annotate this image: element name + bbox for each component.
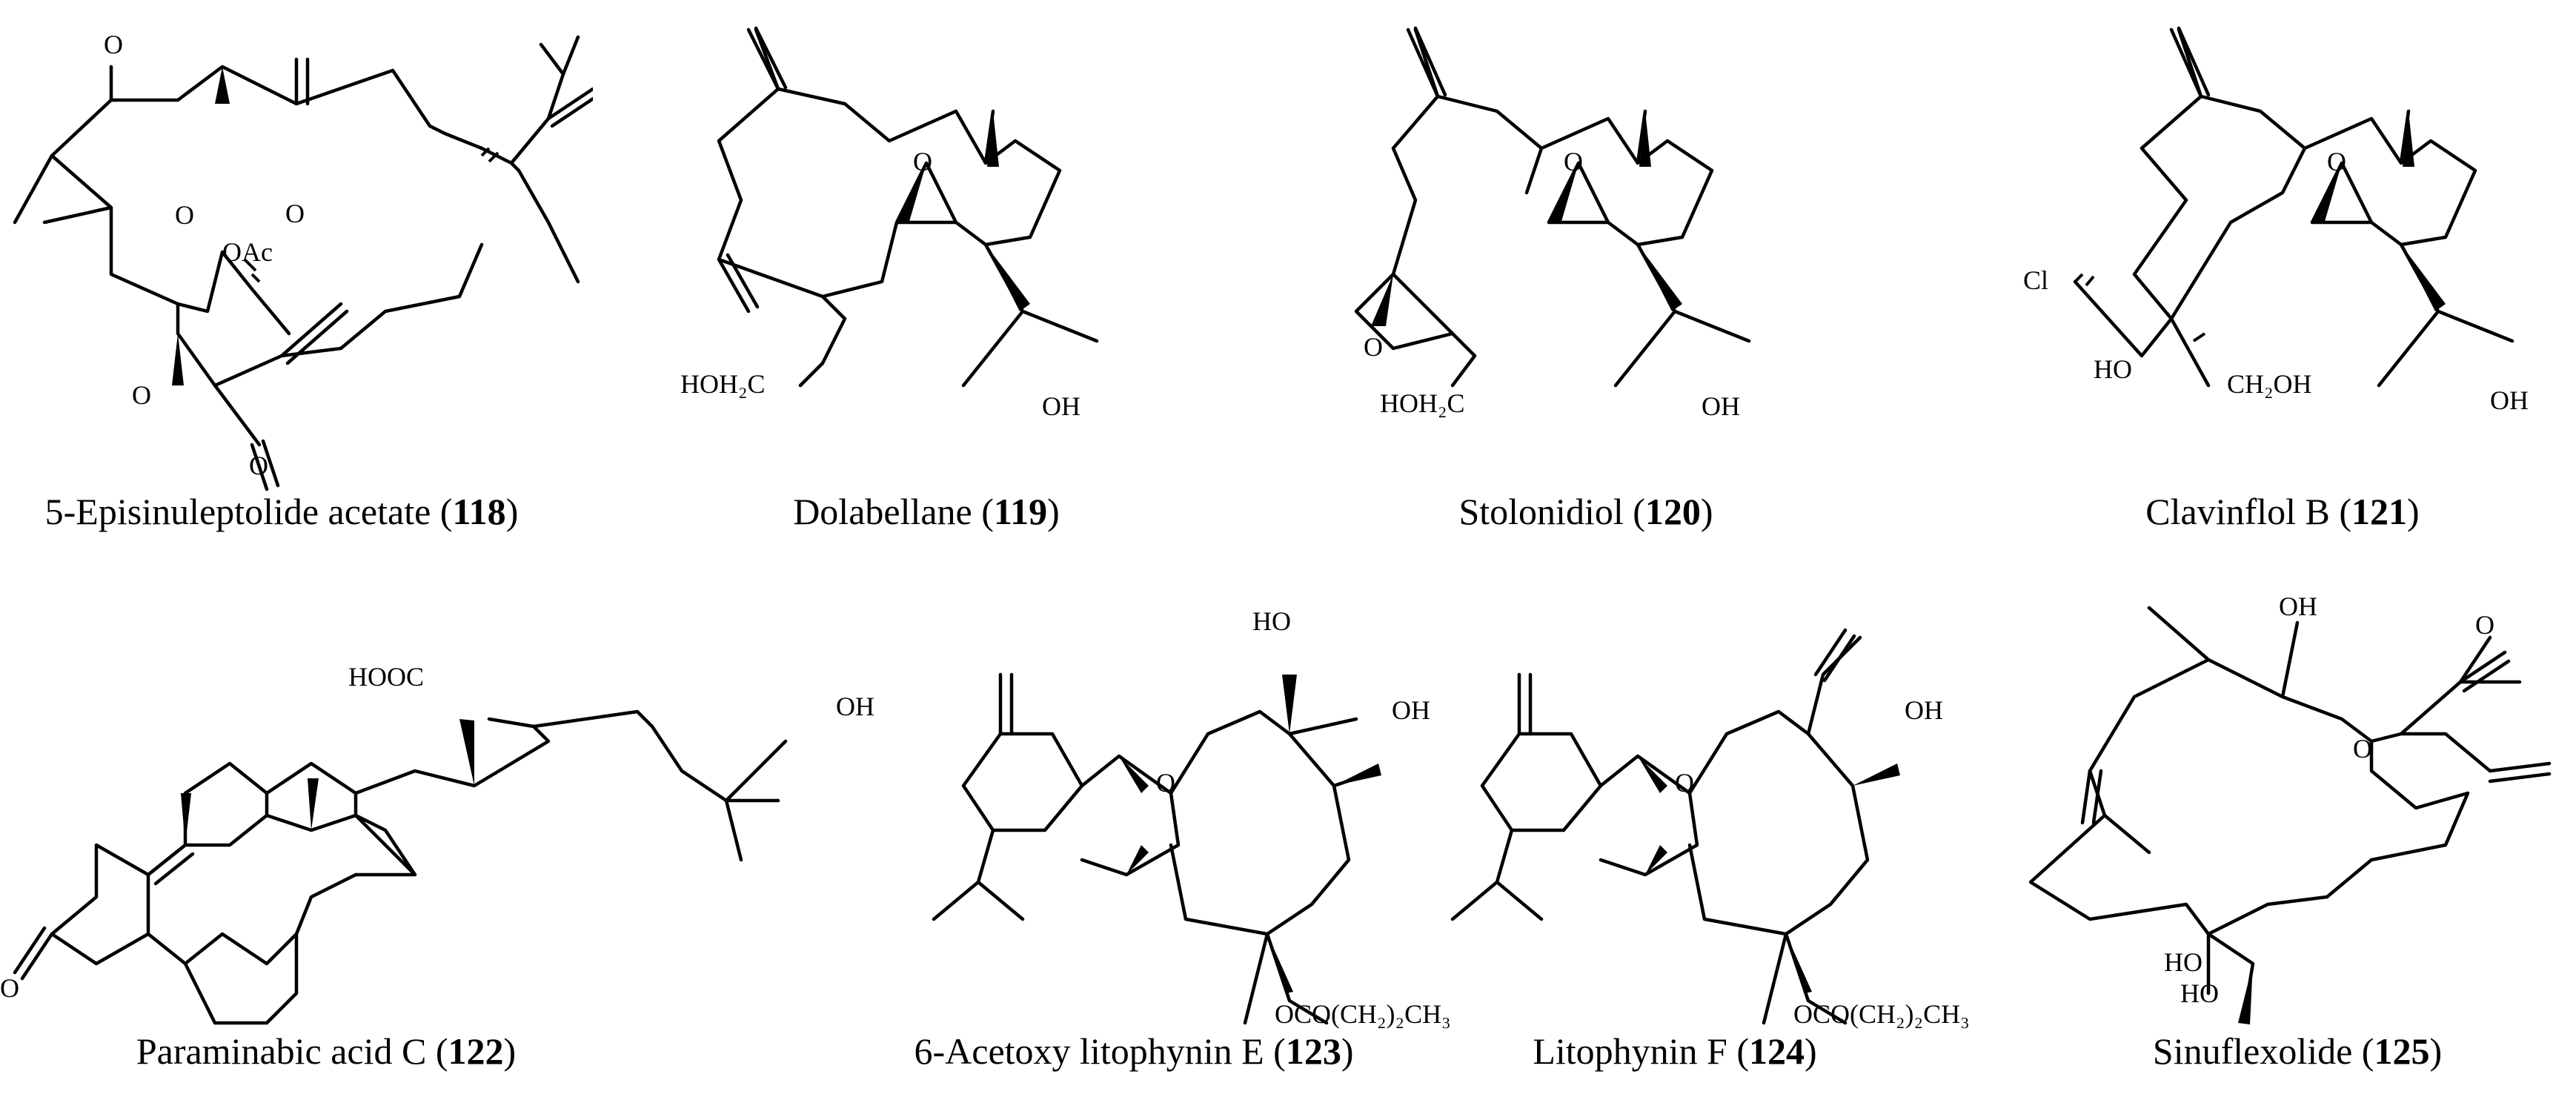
caption-120-name: Stolonidiol ( [1458,491,1645,532]
caption-119: Dolabellane (119) [793,489,1060,534]
caption-125: Sinuflexolide (125) [2153,1029,2442,1073]
caption-121-number: 121 [2351,491,2408,532]
label-118-o3: O [285,199,305,228]
caption-119-number: 119 [993,491,1048,532]
caption-122-close: ) [503,1030,517,1072]
label-125-o2: O [2475,610,2494,640]
caption-125-name: Sinuflexolide ( [2152,1030,2374,1072]
label-120-oh: OH [1702,391,1740,421]
caption-123-name: 6-Acetoxy litophynin E ( [914,1030,1286,1072]
structure-124: OH O OCO(CH₂)₂CH₃ [1450,628,1970,1029]
caption-125-close: ) [2429,1030,2443,1072]
label-122-o1: O [0,973,19,1003]
caption-124: Litophynin F (124) [1533,1029,1816,1073]
caption-118-close: ) [505,491,519,532]
caption-121-close: ) [2407,491,2420,532]
caption-124-name: Litophynin F ( [1533,1030,1750,1072]
caption-124-number: 124 [1749,1030,1805,1072]
label-122-oh: OH [836,692,874,721]
label-121-oh: OH [2490,385,2529,415]
caption-118: 5-Episinuleptolide acetate (118) [45,489,519,534]
label-119-oh: OH [1042,391,1080,421]
caption-123-number: 123 [1285,1030,1341,1072]
structure-122: HOOC OH O [0,662,874,1025]
label-123-oh: OH [1392,695,1430,725]
label-125-ho1: HO [2164,947,2202,977]
caption-121: Clavinflol B (121) [2145,489,2419,534]
caption-124-close: ) [1805,1030,1817,1072]
label-124-o1: O [1675,768,1694,798]
caption-123-close: ) [1341,1030,1354,1072]
structure-118: O O O O O OAc [13,30,593,491]
label-118-o2: O [175,200,194,230]
structure-119: O HOH₂C OH [680,26,1099,421]
caption-118-number: 118 [452,491,506,532]
label-121-ho: HO [2094,354,2132,384]
label-124-oh: OH [1905,695,1943,725]
caption-119-close: ) [1047,491,1060,532]
label-118-o4: O [132,380,151,410]
label-118-oac: OAc [222,237,273,267]
caption-125-number: 125 [2374,1030,2430,1072]
caption-123: 6-Acetoxy litophynin E (123) [914,1029,1354,1073]
label-123-oco: OCO(CH₂)₂CH₃ [1275,999,1451,1029]
label-120-o2: O [1364,332,1383,362]
caption-120-number: 120 [1644,491,1701,532]
label-119-hoh2c: HOH₂C [680,369,766,399]
label-121-o1: O [2327,147,2346,176]
label-118-o5: O [249,451,268,480]
caption-122: Paraminabic acid C (122) [136,1029,516,1073]
caption-120: Stolonidiol (120) [1458,489,1713,534]
caption-122-name: Paraminabic acid C ( [136,1030,448,1072]
label-124-oco: OCO(CH₂)₂CH₃ [1793,999,1970,1029]
caption-118-name: 5-Episinuleptolide acetate ( [44,491,453,532]
label-119-o1: O [913,147,932,176]
caption-122-number: 122 [448,1030,504,1072]
label-121-ch2oh: CH₂OH [2227,369,2312,399]
caption-120-close: ) [1700,491,1713,532]
label-120-hoh2c: HOH₂C [1380,388,1465,418]
caption-119-name: Dolabellane ( [793,491,994,532]
structure-123: HO OH O OCO(CH₂)₂CH₃ [932,606,1451,1029]
label-120-o1: O [1564,147,1583,176]
label-122-hooc: HOOC [348,662,424,692]
label-125-ho2: HO [2180,978,2219,1008]
label-118-o1: O [104,30,123,59]
structure-120: O O HOH₂C OH [1354,26,1751,421]
label-123-ho: HO [1252,606,1291,636]
label-123-o1: O [1156,768,1175,798]
label-125-o1: O [2353,734,2372,764]
structure-125: OH O O HO HO [2028,592,2552,1024]
label-121-cl: Cl [2023,265,2048,295]
structure-121: O Cl HO CH₂OH OH [2023,26,2529,415]
label-125-oh: OH [2279,592,2317,621]
caption-121-name: Clavinflol B ( [2145,491,2352,532]
